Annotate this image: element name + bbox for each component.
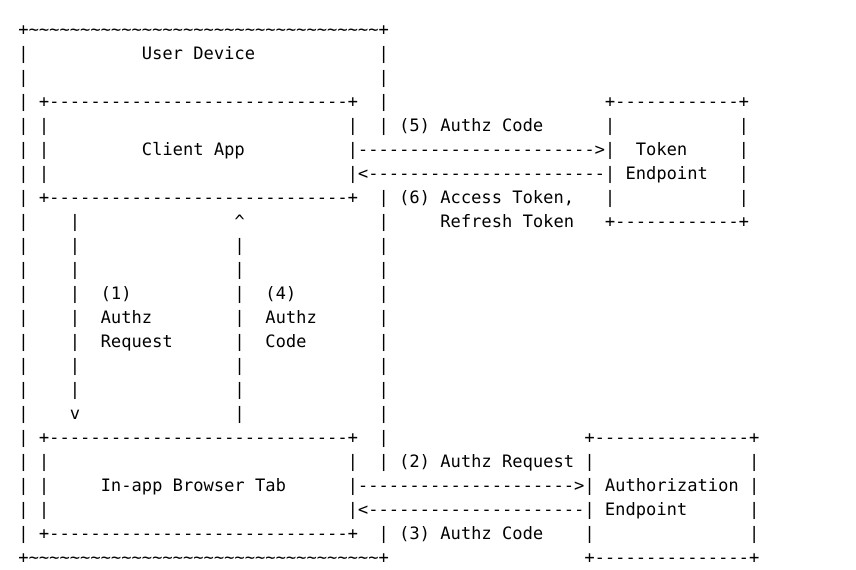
oauth-native-app-flow-ascii-art: +~~~~~~~~~~~~~~~~~~~~~~~~~~~~~~~~~~+ | U… [18,20,760,568]
